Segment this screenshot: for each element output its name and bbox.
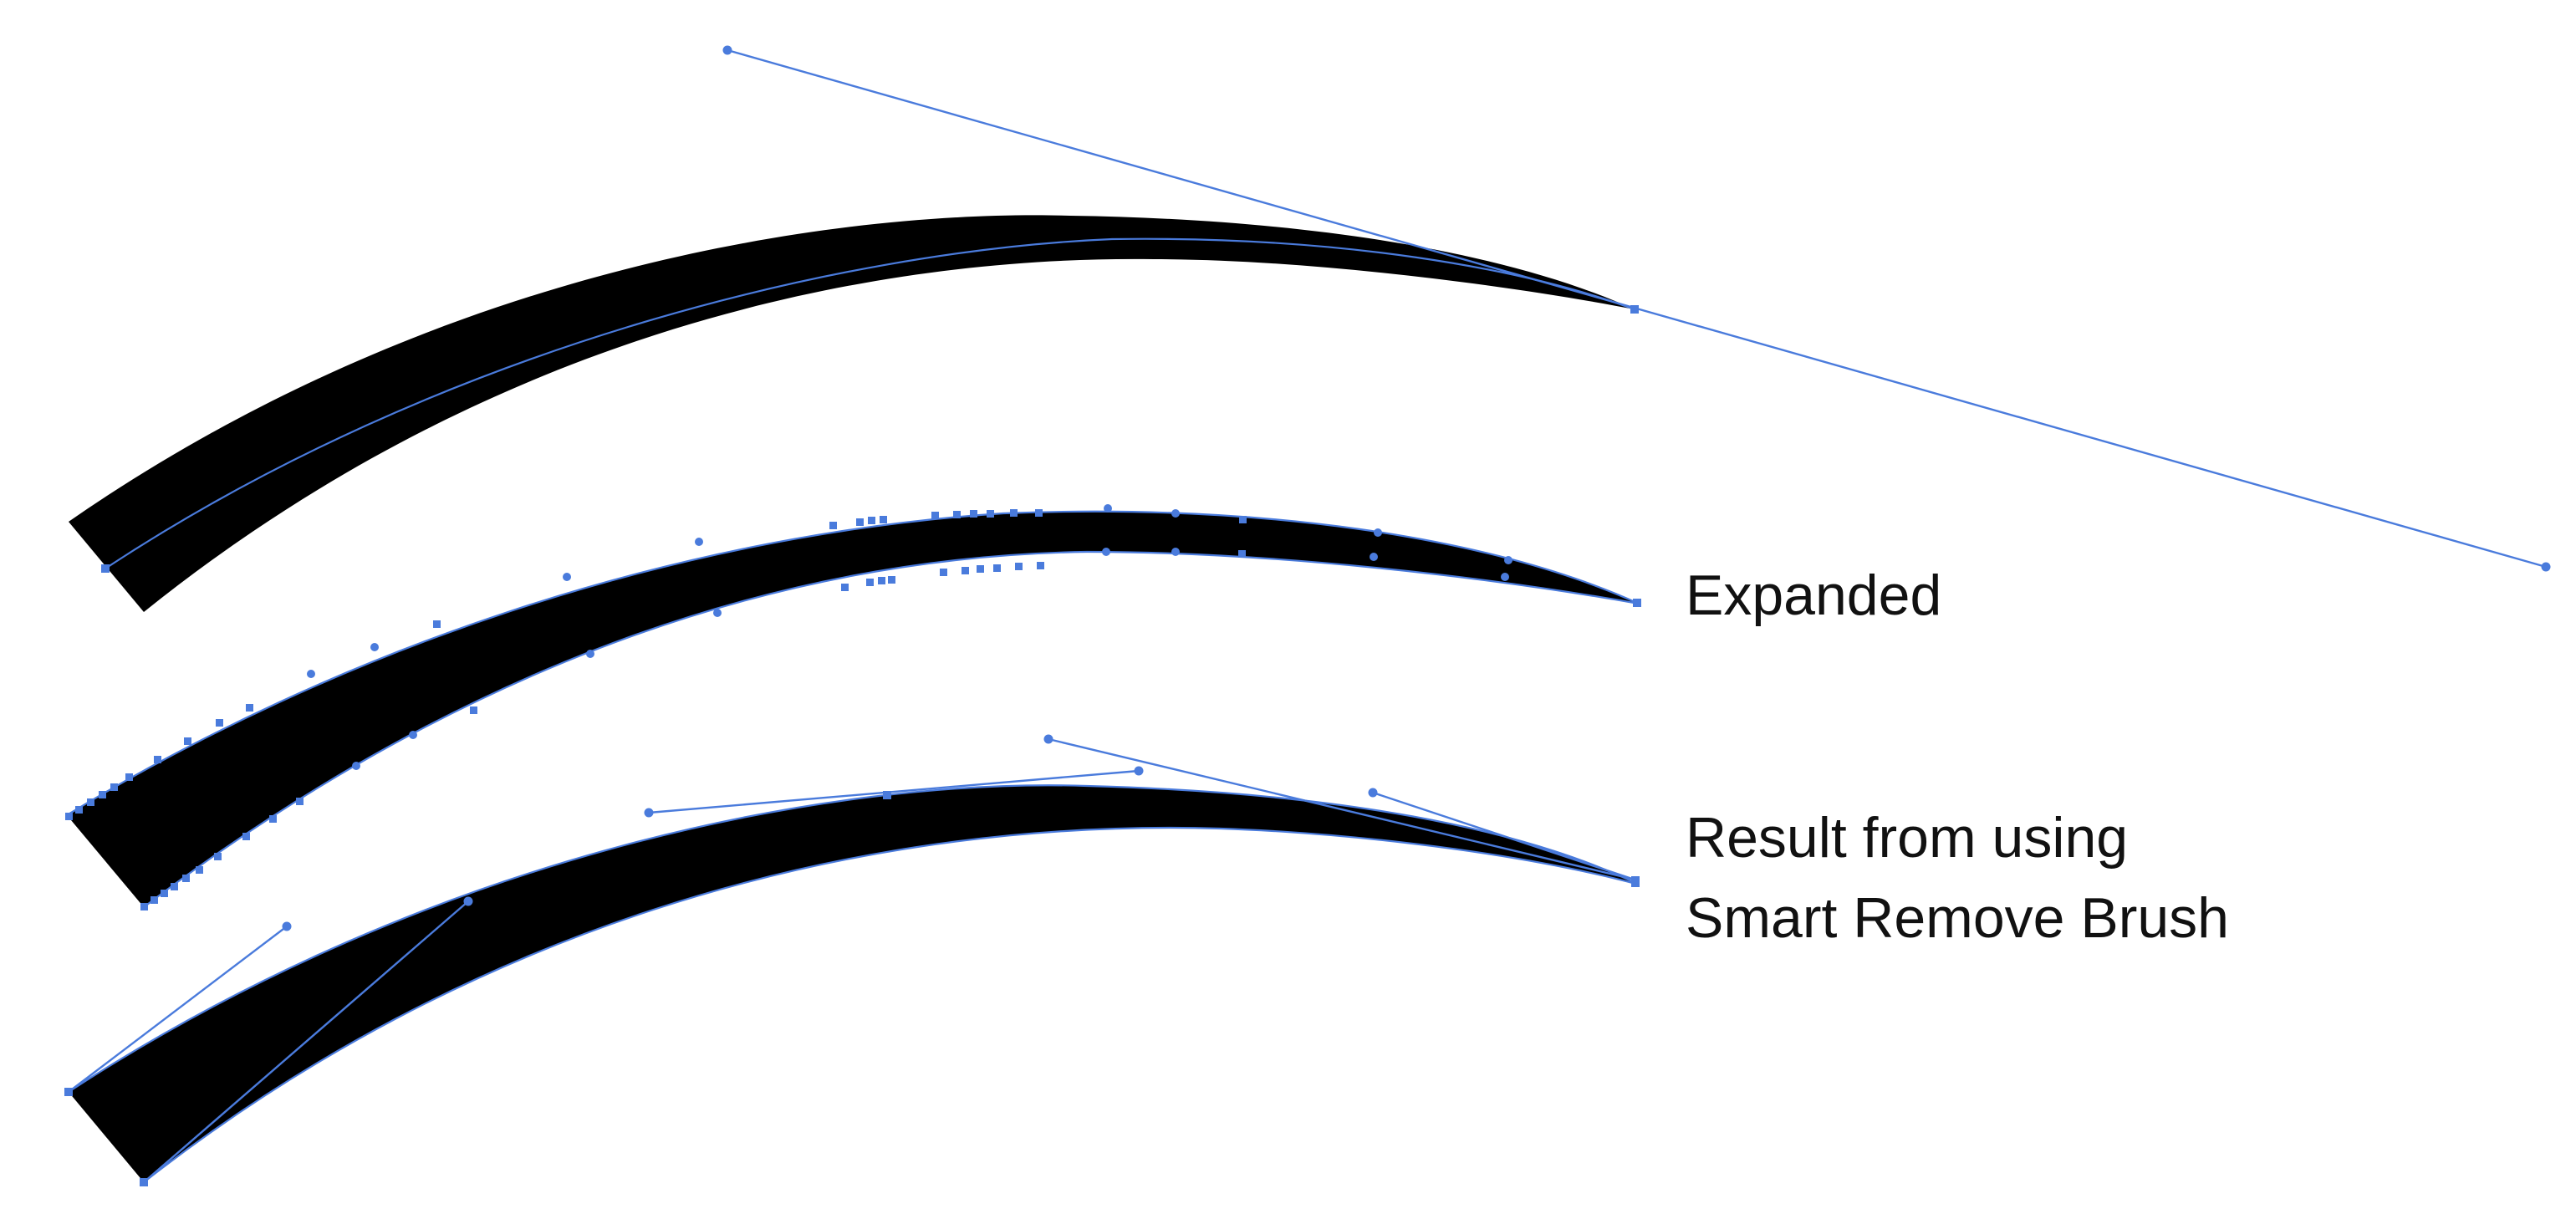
result-shape-group[interactable] (64, 734, 1640, 1187)
result-brush-shape[interactable] (69, 785, 1639, 1182)
original-anchor-right[interactable] (1630, 305, 1639, 314)
label-expanded: Expanded (1686, 564, 1942, 627)
expanded-lower-outline[interactable] (143, 550, 1640, 908)
original-anchor-left[interactable] (101, 564, 110, 573)
result-handle-left-lower[interactable] (143, 900, 469, 1183)
expanded-upper-outline[interactable] (66, 510, 1640, 816)
result-handle-left-upper[interactable] (68, 926, 288, 1093)
expanded-lower-anchors[interactable] (140, 548, 1509, 910)
label-result: Result from using Smart Remove Brush (1686, 798, 2229, 958)
result-anchors[interactable] (64, 734, 1640, 1187)
expanded-brush-shape[interactable] (67, 511, 1639, 907)
result-handle-mid[interactable] (648, 769, 1140, 814)
result-handle-right-a[interactable] (1048, 737, 1635, 881)
original-center-path[interactable] (105, 237, 1635, 569)
original-handle-point-top[interactable] (722, 45, 732, 55)
expanded-upper-anchors[interactable] (65, 504, 1641, 820)
original-stroke-group[interactable] (69, 45, 2551, 613)
result-lower-outline[interactable] (143, 826, 1640, 1183)
expanded-shape-group[interactable] (65, 504, 1641, 910)
label-result-line-2: Smart Remove Brush (1686, 886, 2229, 950)
label-result-line-1: Result from using (1686, 806, 2129, 870)
result-handle-right-b[interactable] (1372, 791, 1635, 881)
result-upper-outline[interactable] (68, 784, 1640, 1093)
original-handle-point-right[interactable] (2541, 562, 2551, 572)
original-brush-shape[interactable] (69, 215, 1635, 612)
